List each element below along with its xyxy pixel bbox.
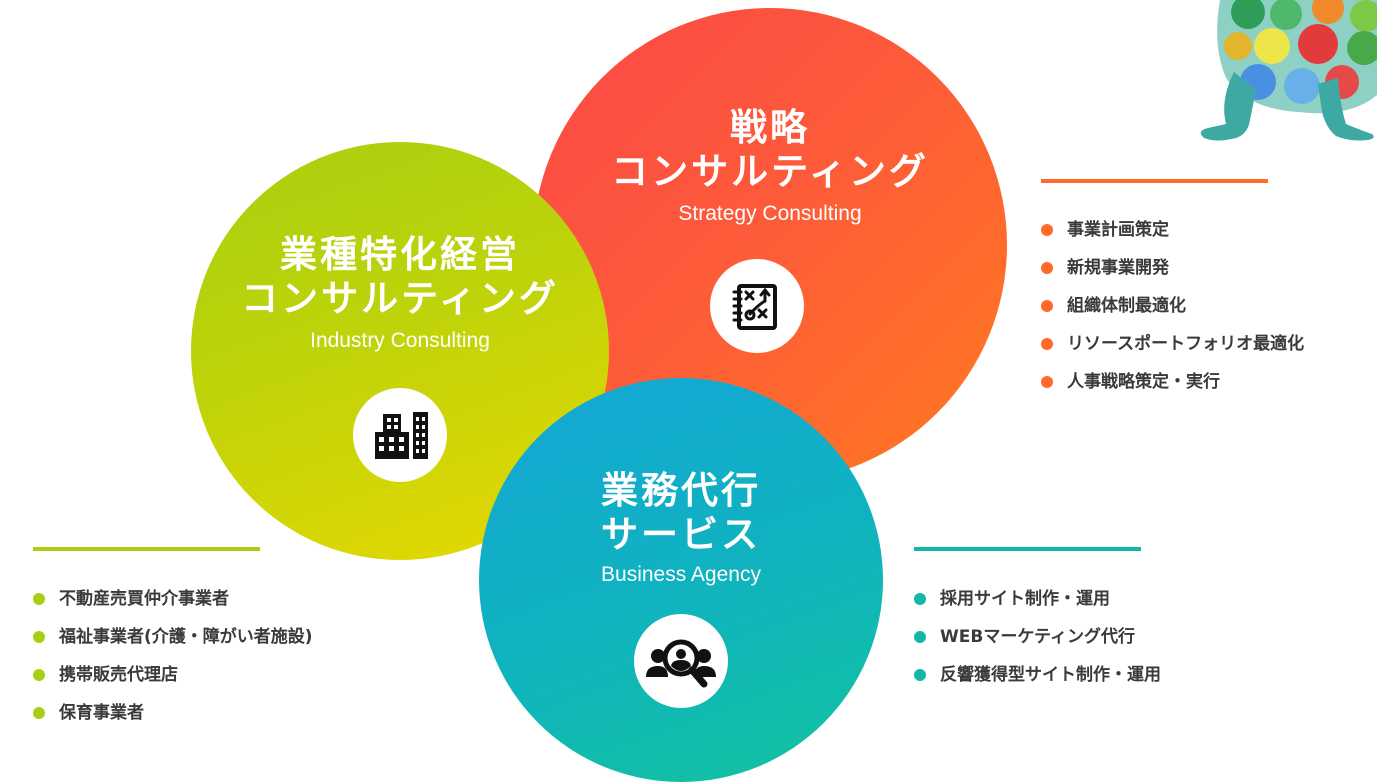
bullet-dot xyxy=(33,707,45,719)
list-item-label: WEBマーケティング代行 xyxy=(940,627,1135,647)
list-item: 事業計画策定 xyxy=(1041,211,1304,249)
strategy-service-list: 事業計画策定 新規事業開発 組織体制最適化 リソースポートフォリオ最適化 人事戦… xyxy=(1041,211,1304,401)
people-search-icon xyxy=(646,639,716,688)
bullet-dot xyxy=(914,593,926,605)
business-icon-disc xyxy=(634,614,728,708)
list-item-label: 事業計画策定 xyxy=(1067,220,1169,240)
business-service-list: 採用サイト制作・運用 WEBマーケティング代行 反響獲得型サイト制作・運用 xyxy=(914,580,1161,694)
industry-divider xyxy=(33,547,260,551)
list-item: 携帯販売代理店 xyxy=(33,656,313,694)
list-item: WEBマーケティング代行 xyxy=(914,618,1161,656)
business-divider xyxy=(914,547,1141,551)
list-item-label: 組織体制最適化 xyxy=(1067,296,1186,316)
bullet-dot xyxy=(1041,300,1053,312)
polka-dot-mascot xyxy=(1200,0,1377,141)
bullet-dot xyxy=(1041,338,1053,350)
buildings-icon xyxy=(375,412,428,459)
business-subtitle: Business Agency xyxy=(601,563,761,586)
bullet-dot xyxy=(33,669,45,681)
industry-title-line1: 業種特化経営 xyxy=(280,233,520,276)
list-item: リソースポートフォリオ最適化 xyxy=(1041,325,1304,363)
list-item-label: 福祉事業者(介護・障がい者施設) xyxy=(59,627,313,647)
industry-icon-disc xyxy=(353,388,447,482)
strategy-title-line2: コンサルティング xyxy=(611,150,929,193)
list-item: 採用サイト制作・運用 xyxy=(914,580,1161,618)
strategy-icon-disc xyxy=(710,259,804,353)
list-item-label: 人事戦略策定・実行 xyxy=(1067,372,1220,392)
strategy-title-line1: 戦略 xyxy=(730,106,810,149)
strategy-divider xyxy=(1041,179,1268,183)
list-item: 福祉事業者(介護・障がい者施設) xyxy=(33,618,313,656)
business-title-line2: サービス xyxy=(601,513,761,556)
list-item-label: 携帯販売代理店 xyxy=(59,665,178,685)
strategy-subtitle: Strategy Consulting xyxy=(678,202,862,225)
bullet-dot xyxy=(1041,376,1053,388)
industry-subtitle: Industry Consulting xyxy=(310,329,490,352)
list-item-label: 新規事業開発 xyxy=(1067,258,1169,278)
business-agency-circle: 業務代行 サービス Business Agency xyxy=(479,378,883,782)
business-title-line1: 業務代行 xyxy=(601,469,761,512)
bullet-dot xyxy=(914,669,926,681)
strategy-board-icon xyxy=(732,284,777,330)
list-item: 人事戦略策定・実行 xyxy=(1041,363,1304,401)
list-item-label: リソースポートフォリオ最適化 xyxy=(1067,334,1305,354)
list-item: 反響獲得型サイト制作・運用 xyxy=(914,656,1161,694)
list-item-label: 反響獲得型サイト制作・運用 xyxy=(940,665,1161,685)
bullet-dot xyxy=(914,631,926,643)
bullet-dot xyxy=(1041,224,1053,236)
bullet-dot xyxy=(33,631,45,643)
list-item-label: 採用サイト制作・運用 xyxy=(940,589,1110,609)
list-item: 保育事業者 xyxy=(33,694,313,732)
list-item: 不動産売買仲介事業者 xyxy=(33,580,313,618)
list-item-label: 保育事業者 xyxy=(59,703,144,723)
list-item: 新規事業開発 xyxy=(1041,249,1304,287)
industry-service-list: 不動産売買仲介事業者 福祉事業者(介護・障がい者施設) 携帯販売代理店 保育事業… xyxy=(33,580,313,732)
industry-title-line2: コンサルティング xyxy=(241,277,559,320)
list-item-label: 不動産売買仲介事業者 xyxy=(59,589,229,609)
list-item: 組織体制最適化 xyxy=(1041,287,1304,325)
bullet-dot xyxy=(33,593,45,605)
bullet-dot xyxy=(1041,262,1053,274)
